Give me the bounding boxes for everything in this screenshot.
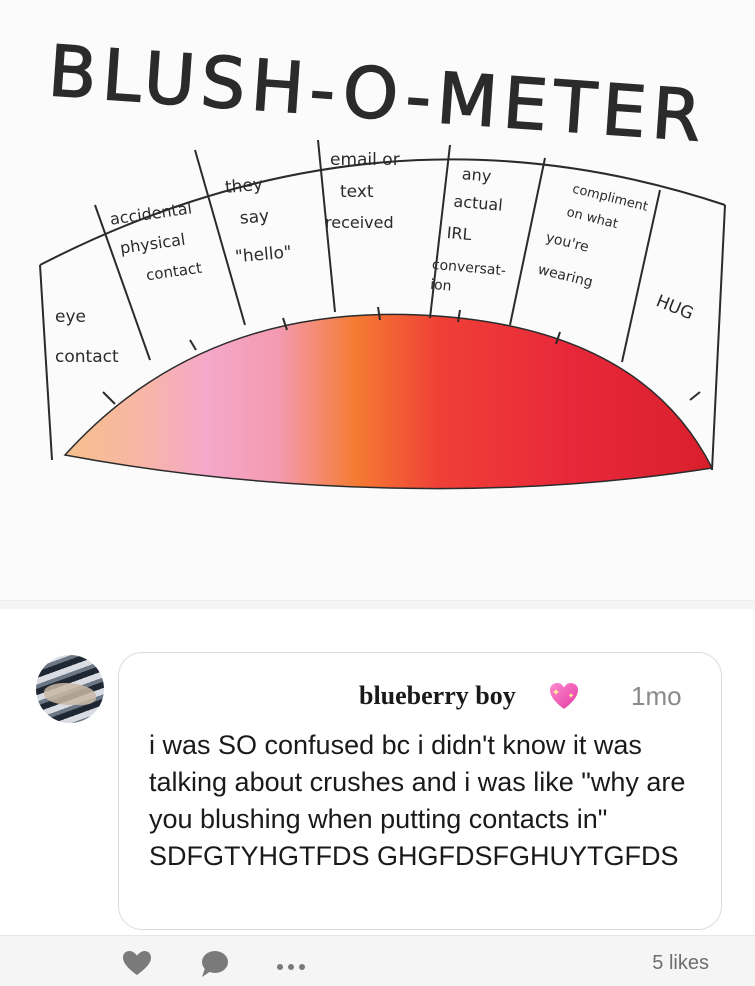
svg-text:any: any xyxy=(461,164,492,185)
meter-outer-arc xyxy=(39,158,726,266)
drawing-title: BLUSH-O-METER xyxy=(46,30,710,158)
segment-dividers xyxy=(94,139,661,363)
heart-icon[interactable] xyxy=(122,950,152,981)
comment-username[interactable]: blueberry boy xyxy=(359,681,516,710)
svg-text:wearing: wearing xyxy=(536,262,594,291)
svg-text:they: they xyxy=(224,175,264,198)
dome-ticks xyxy=(102,306,701,405)
sparkling-heart-icon xyxy=(547,679,581,713)
comment-bubble: blueberry boy 1mo i was SO confused bc i… xyxy=(118,652,722,930)
svg-text:email or: email or xyxy=(330,150,400,170)
svg-text:say: say xyxy=(239,206,270,228)
svg-text:accidental: accidental xyxy=(109,198,193,228)
meter-left-side xyxy=(39,264,53,461)
svg-text:received: received xyxy=(325,213,394,232)
svg-text:you're: you're xyxy=(544,230,590,256)
avatar[interactable] xyxy=(36,655,104,723)
svg-text:"hello": "hello" xyxy=(234,242,292,267)
comment-timestamp: 1mo xyxy=(631,681,682,711)
segment-label-eye-contact: eye contact xyxy=(55,307,119,367)
svg-text:ion: ion xyxy=(430,277,453,295)
svg-text:IRL: IRL xyxy=(446,223,472,244)
action-bar: 5 likes xyxy=(0,935,755,986)
svg-text:contact: contact xyxy=(55,347,119,367)
svg-text:HUG: HUG xyxy=(653,291,696,324)
segment-label-accidental-contact: accidental physical contact xyxy=(109,198,203,285)
svg-text:contact: contact xyxy=(145,259,203,285)
svg-text:eye: eye xyxy=(55,307,86,327)
more-dots-icon[interactable] xyxy=(276,958,306,976)
svg-text:on what: on what xyxy=(565,205,619,232)
segment-label-they-say-hello: they say "hello" xyxy=(224,175,292,268)
blush-o-meter-drawing: BLUSH-O-METER eye cont xyxy=(39,29,726,490)
segment-label-irl-conversation: any actual IRL conversat- ion xyxy=(430,164,507,295)
meter-right-side xyxy=(711,204,726,471)
section-divider xyxy=(0,600,755,609)
svg-text:actual: actual xyxy=(453,192,504,215)
segment-label-hug: HUG xyxy=(653,291,696,324)
svg-text:conversat-: conversat- xyxy=(431,257,506,279)
comment-text: i was SO confused bc i didn't know it wa… xyxy=(149,730,686,871)
likes-count[interactable]: 5 likes xyxy=(652,952,709,974)
segment-label-compliment: compliment on what you're wearing xyxy=(536,182,649,291)
blush-gradient-dome xyxy=(63,313,714,490)
svg-text:physical: physical xyxy=(119,230,187,258)
svg-text:text: text xyxy=(340,182,374,202)
speech-bubble-icon[interactable] xyxy=(200,950,230,983)
drawing-canvas: BLUSH-O-METER eye cont xyxy=(39,29,726,490)
segment-label-email-text: email or text received xyxy=(325,150,400,232)
